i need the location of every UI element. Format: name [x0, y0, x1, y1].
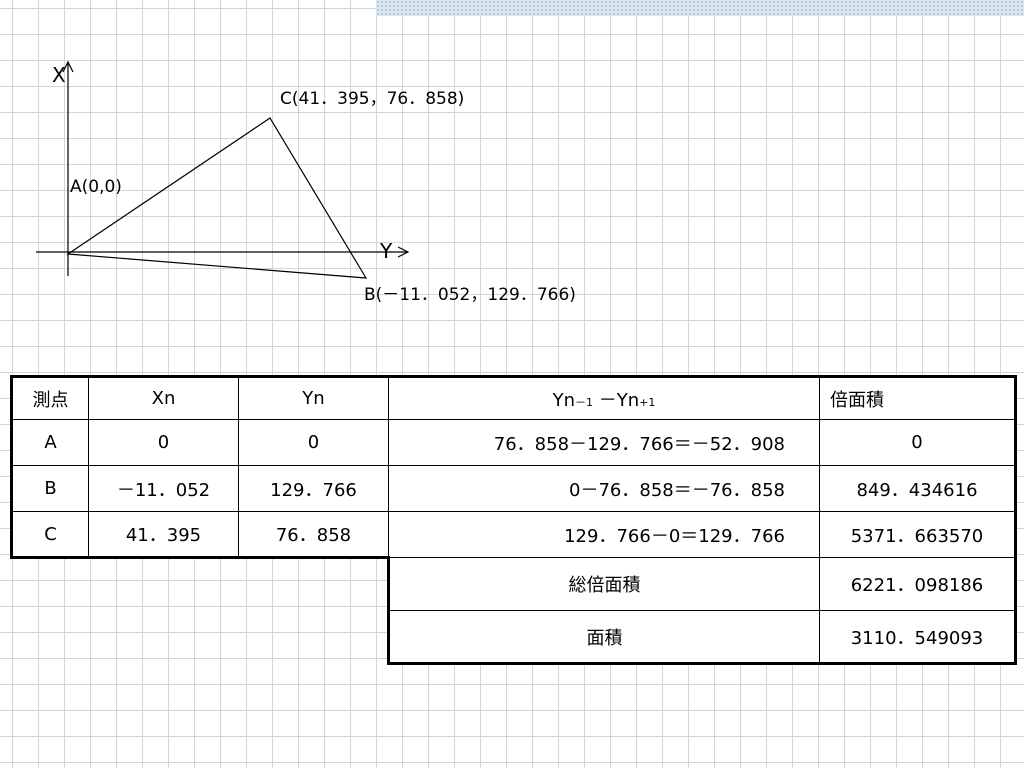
table-row: C 41．395 76．858 129．766－0＝129．766 5371．6…: [10, 511, 1017, 559]
row-c-y-difference: 129．766－0＝129．766: [388, 511, 820, 558]
point-b-label: B(－11．052，129．766): [364, 285, 576, 305]
y-axis-label: Y: [379, 239, 393, 263]
row-a-y-difference: 76．858－129．766＝－52．908: [388, 419, 820, 466]
area-calculation-table: 測点 Xn Yn Yn－1 －Yn+1 倍面積 A 0 0 76．858－129…: [10, 375, 1017, 665]
row-c-point: C: [10, 511, 89, 559]
row-a-yn: 0: [238, 419, 389, 466]
header-y-difference: Yn－1 －Yn+1: [388, 375, 820, 420]
point-a-label: A(0,0): [70, 177, 122, 197]
row-b-yn: 129．766: [238, 465, 389, 512]
point-c-label: C(41．395，76．858): [280, 89, 464, 109]
y-axis-arrow-icon: [397, 246, 410, 258]
header-y-difference-b: －Yn: [598, 389, 640, 411]
row-c-xn: 41．395: [88, 511, 239, 559]
coordinate-diagram: X Y A(0,0) B(－11．052，129．766) C(41．395，7…: [36, 60, 576, 305]
table-row: A 0 0 76．858－129．766＝－52．908 0: [10, 419, 1017, 466]
top-decorative-band: [376, 0, 1024, 16]
header-point: 測点: [10, 375, 89, 420]
total-double-area-label: 総倍面積: [387, 557, 820, 611]
row-b-point: B: [10, 465, 89, 512]
total-double-area-row: 総倍面積 6221．098186: [12, 557, 1017, 611]
area-value: 3110．549093: [819, 610, 1017, 665]
row-a-xn: 0: [88, 419, 239, 466]
row-c-yn: 76．858: [238, 511, 389, 559]
row-a-double-area: 0: [819, 419, 1017, 466]
table-row: B －11．052 129．766 0－76．858＝－76．858 849．4…: [10, 465, 1017, 512]
row-b-double-area: 849．434616: [819, 465, 1017, 512]
header-xn: Xn: [88, 375, 239, 420]
header-y-difference-sub2: +1: [639, 395, 656, 409]
header-y-difference-a: Yn: [552, 389, 576, 411]
x-axis-arrow-icon: [62, 60, 74, 73]
header-y-difference-sub1: －1: [575, 395, 594, 409]
triangle-abc: [66, 117, 368, 279]
header-double-area: 倍面積: [819, 375, 1017, 420]
area-row: 面積 3110．549093: [12, 610, 1017, 665]
row-b-xn: －11．052: [88, 465, 239, 512]
row-b-y-difference: 0－76．858＝－76．858: [388, 465, 820, 512]
header-yn: Yn: [238, 375, 389, 420]
row-a-point: A: [10, 419, 89, 466]
area-label: 面積: [387, 610, 820, 665]
row-c-double-area: 5371．663570: [819, 511, 1017, 558]
table-header-row: 測点 Xn Yn Yn－1 －Yn+1 倍面積: [10, 375, 1017, 420]
total-double-area-value: 6221．098186: [819, 557, 1017, 611]
x-axis-label: X: [52, 63, 66, 87]
